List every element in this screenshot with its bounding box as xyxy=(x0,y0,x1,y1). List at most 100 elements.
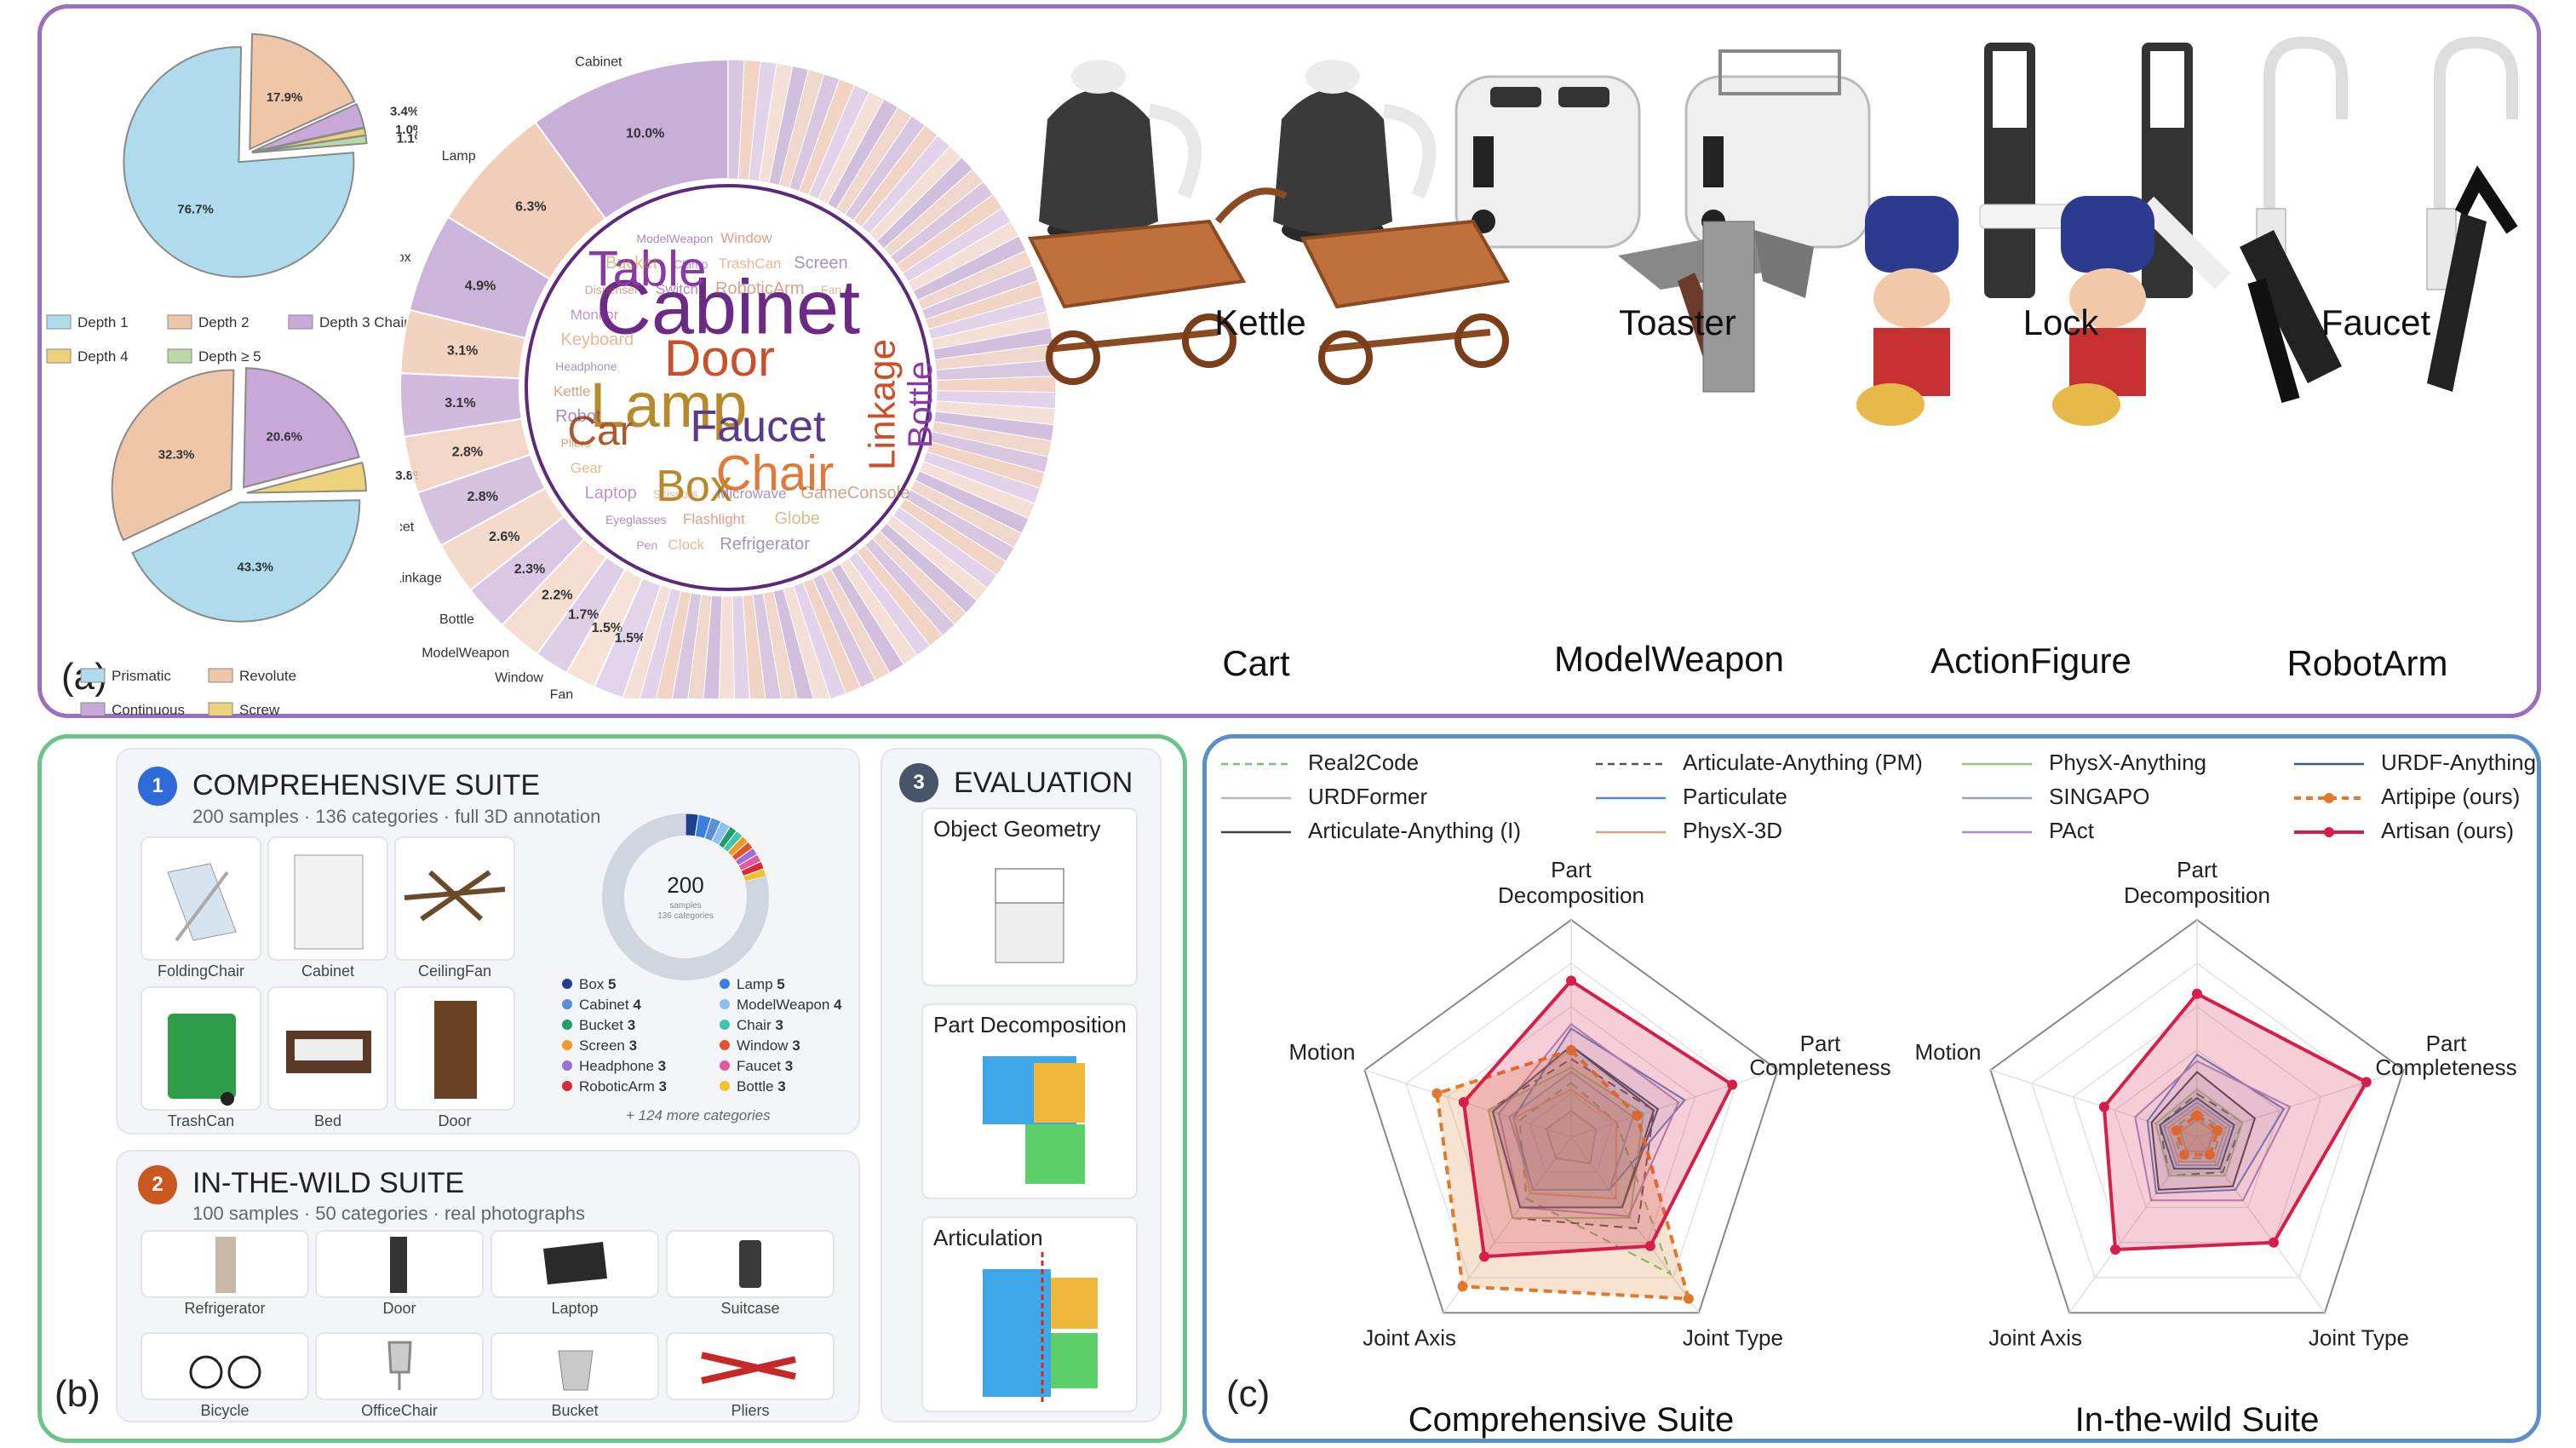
radar2-point xyxy=(2268,1237,2279,1248)
word-cloud-small-word: Dispenser xyxy=(585,283,639,296)
radar1-point xyxy=(1683,1293,1694,1304)
category-dot-icon xyxy=(562,1060,572,1071)
pie1-legend-label-0: Depth 1 xyxy=(77,314,129,330)
radar2-grid xyxy=(2114,1049,2281,1209)
radar2-axis-label-joint-axis: Joint Axis xyxy=(1988,1324,2082,1350)
legend-line-icon xyxy=(1596,762,1666,766)
category-name: Headphone xyxy=(579,1058,658,1074)
radar1-series-artipipe-ours- xyxy=(1435,1048,1691,1301)
tile-cabinet xyxy=(267,836,388,961)
category-dot-icon xyxy=(720,1081,730,1091)
donut-thin-slice xyxy=(622,584,672,698)
radar1-series-real2code xyxy=(1518,1081,1672,1276)
tile-suitcase xyxy=(666,1230,835,1298)
category-count: 3 xyxy=(777,1078,786,1095)
eval-label-articulation: Articulation xyxy=(933,1225,1043,1250)
category-count: 5 xyxy=(608,976,617,992)
word-cloud-small-word: Laptop xyxy=(585,484,637,503)
donut-value-9: 2.2% xyxy=(542,589,572,603)
word-cloud-small-word: ModelWeapon xyxy=(636,232,713,245)
pie2-legend-label-2: Continuous xyxy=(112,702,185,715)
word-cloud-small-word: Clock xyxy=(668,537,705,553)
radar1-point xyxy=(1727,1079,1738,1090)
radar2-axis-label-part-completeness: Part xyxy=(2426,1031,2467,1056)
eval-object-geometry xyxy=(921,807,1138,986)
radar2-point xyxy=(2171,1125,2182,1136)
legend-marker xyxy=(2324,827,2334,838)
category-name: Screen xyxy=(579,1037,629,1054)
word-cloud-small-word: Keyboard xyxy=(561,330,634,349)
donut-category-9: ModelWeapon xyxy=(422,646,509,661)
legend-line-icon xyxy=(1221,762,1291,766)
panel-label-c: (c) xyxy=(1226,1373,1271,1415)
category-name: Bucket xyxy=(579,1017,628,1033)
suite1-title: COMPREHENSIVE SUITE xyxy=(192,769,541,802)
suite1-category-item: Lamp 5 xyxy=(720,976,785,993)
panel-b xyxy=(37,734,1187,1443)
tile-label-foldingchair: FoldingChair xyxy=(157,962,245,980)
donut-slice-door xyxy=(400,372,523,438)
evaluation-title: EVALUATION xyxy=(954,767,1133,799)
radar2-axis-label-part-decomposition: Part xyxy=(2177,857,2217,882)
robot-arm-render xyxy=(2240,165,2518,404)
pie2-label-0: 43.3% xyxy=(237,560,273,575)
word-cloud-word: Linkage xyxy=(861,339,903,470)
donut-value-5: 2.8% xyxy=(452,445,483,459)
pie2-slice-prismatic xyxy=(131,499,361,623)
radar1-point xyxy=(1644,1240,1655,1251)
object-label-lock: Lock xyxy=(2022,302,2099,342)
radar1-series-singapo xyxy=(1508,1071,1634,1191)
radar2-spoke xyxy=(2068,1136,2198,1313)
radar2-point xyxy=(2110,1244,2121,1256)
pie1-legend-swatch-4 xyxy=(167,348,192,364)
toaster-render xyxy=(1454,49,1871,249)
radar2-point xyxy=(2098,1101,2109,1112)
tile-label-bicycle: Bicycle xyxy=(200,1402,250,1419)
donut-category-11: Fan xyxy=(550,688,574,698)
radar2-series-urdf-anything xyxy=(2159,1096,2235,1170)
radar1-grid xyxy=(1446,1006,1696,1244)
category-dot-icon xyxy=(562,1020,572,1030)
legend-line-icon xyxy=(1221,830,1291,834)
legend-label: Articulate-Anything (PM) xyxy=(1683,750,1923,775)
suite-donut-slice-bottle xyxy=(743,868,767,882)
category-name: Box xyxy=(579,976,609,992)
donut-category-7: Linkage xyxy=(400,571,442,585)
category-name: ModelWeapon xyxy=(737,997,835,1013)
donut-slice-window xyxy=(536,555,627,675)
donut-slice-bottle xyxy=(468,514,586,627)
tile-officechair xyxy=(315,1332,484,1400)
word-cloud-small-word: Microwave xyxy=(717,486,786,502)
radar-legend-item: Articulate-Anything (PM) xyxy=(1592,750,1923,776)
radar1-spoke xyxy=(1570,1069,1778,1138)
donut-center-sub2: 136 categories xyxy=(657,911,714,921)
word-cloud-small-word: Monitor xyxy=(571,307,619,323)
legend-label: Particulate xyxy=(1683,784,1787,809)
tile-trashcan xyxy=(141,986,261,1111)
radar2-point xyxy=(2192,1110,2202,1121)
radar1-point xyxy=(1566,1045,1576,1055)
suite1-number: 1 xyxy=(138,767,177,806)
tile-pliers xyxy=(666,1332,835,1400)
pie2-slice-continuous xyxy=(243,367,360,489)
legend-label: SINGAPO xyxy=(2049,784,2150,809)
category-dot-icon xyxy=(720,979,730,989)
radar1-series-urdf-anything xyxy=(1491,1044,1660,1209)
donut-category-0: Cabinet xyxy=(575,55,622,70)
word-cloud-word: Table xyxy=(588,241,707,296)
category-count: 4 xyxy=(633,997,641,1013)
pie1-label-0: 76.7% xyxy=(177,202,214,216)
radar2-grid xyxy=(2072,1006,2322,1244)
legend-label: Real2Code xyxy=(1308,750,1420,775)
tile-door-photo xyxy=(315,1230,484,1298)
radar-legend-item: Real2Code xyxy=(1218,750,1419,776)
tile-label-suitcase: Suitcase xyxy=(720,1300,780,1317)
donut-slice-lamp xyxy=(446,121,607,281)
word-cloud-small-word: Gear xyxy=(571,460,603,476)
object-label-toaster: Toaster xyxy=(1619,302,1736,342)
legend-line-icon xyxy=(1962,796,2032,800)
tile-bicycle xyxy=(141,1332,309,1400)
radar2-point xyxy=(2361,1077,2372,1088)
